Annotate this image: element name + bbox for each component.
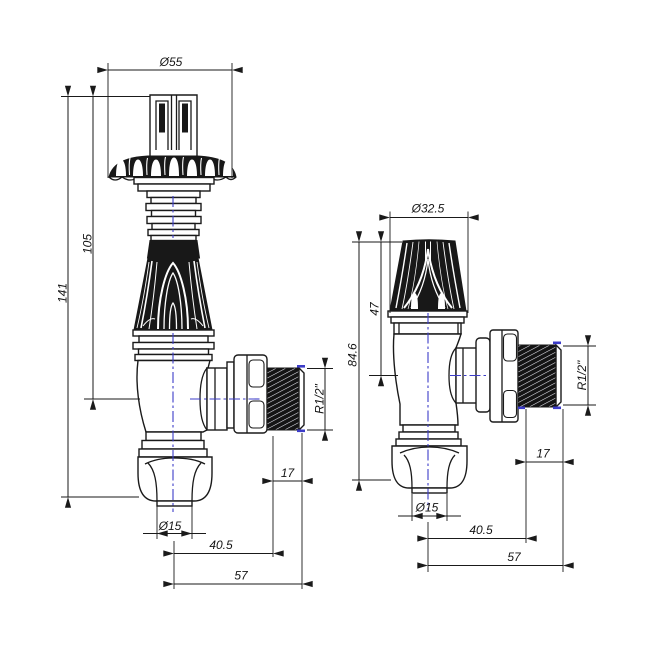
dim-label-left-center-to-union: 40.5: [209, 538, 233, 552]
left-valve-compression-end: [137, 431, 213, 507]
dim-label-right-pipe-diameter: Ø15: [415, 501, 439, 515]
dim-left-height-to-center: 105: [81, 85, 140, 410]
dim-label-right-center-to-thread-end: 57: [507, 550, 522, 564]
right-valve-body: [392, 333, 491, 426]
right-dimensions: Ø32.5 84.6 47 R1/2" 17 Ø15: [346, 202, 596, 572]
dim-left-thread-length: 17: [262, 433, 313, 589]
dim-label-left-thread-spec: R1/2": [313, 383, 327, 413]
dim-right-overall-height: 84.6: [346, 231, 402, 491]
dim-right-center-to-thread-end: 57: [417, 550, 574, 569]
dim-label-right-overall-height: 84.6: [346, 343, 360, 367]
left-valve-union-nut: [226, 354, 268, 434]
left-valve-thread: [266, 365, 305, 433]
right-valve-compression-end: [391, 424, 468, 494]
dim-right-head-diameter: Ø32.5: [379, 202, 479, 313]
left-valve-drawing: [108, 94, 305, 507]
dim-label-right-center-to-union: 40.5: [469, 523, 493, 537]
dim-label-right-head-diameter: Ø32.5: [411, 202, 445, 216]
dim-left-thread-spec: R1/2": [307, 357, 333, 441]
left-valve-neck: [133, 176, 215, 259]
dim-right-center-to-union: 40.5: [417, 522, 537, 572]
left-dimensions: Ø55 141 105 R1/2" 17 Ø15: [56, 55, 333, 589]
right-valve-head: [389, 239, 467, 312]
left-valve-bell: [108, 155, 237, 181]
dim-label-right-thread-length: 17: [536, 447, 551, 461]
dim-right-thread-length: 17: [515, 409, 574, 572]
dim-label-right-thread-spec: R1/2": [575, 360, 589, 390]
dim-left-overall-height: 141: [56, 85, 150, 508]
dim-label-right-head-height: 47: [368, 301, 382, 316]
left-valve-fluted-cone: [133, 257, 213, 331]
dim-label-left-head-diameter: Ø55: [159, 55, 183, 69]
dim-right-thread-spec: R1/2": [563, 335, 596, 416]
dim-right-pipe-diameter: Ø15: [398, 494, 461, 521]
dim-left-center-to-thread-end: 57: [163, 569, 313, 588]
dim-left-head-diameter: Ø55: [97, 55, 243, 178]
left-valve-black-band: [146, 240, 201, 259]
left-valve-head-top: [149, 94, 198, 158]
right-valve-union-nut: [489, 329, 519, 423]
centerlines: [172, 196, 487, 512]
dim-label-left-center-to-thread-end: 57: [234, 569, 249, 583]
left-valve-body: [136, 359, 228, 433]
dim-right-head-height: 47: [368, 231, 398, 387]
right-valve-drawing: [387, 239, 562, 494]
dim-label-left-height-to-center: 105: [81, 234, 95, 254]
dim-label-left-thread-length: 17: [281, 466, 296, 480]
dim-label-left-overall-height: 141: [56, 283, 70, 303]
dim-label-left-pipe-diameter: Ø15: [158, 519, 182, 533]
right-valve-thread: [517, 341, 562, 410]
dim-left-center-to-union: 40.5: [163, 538, 284, 589]
dim-left-pipe-diameter: Ø15: [143, 506, 206, 539]
